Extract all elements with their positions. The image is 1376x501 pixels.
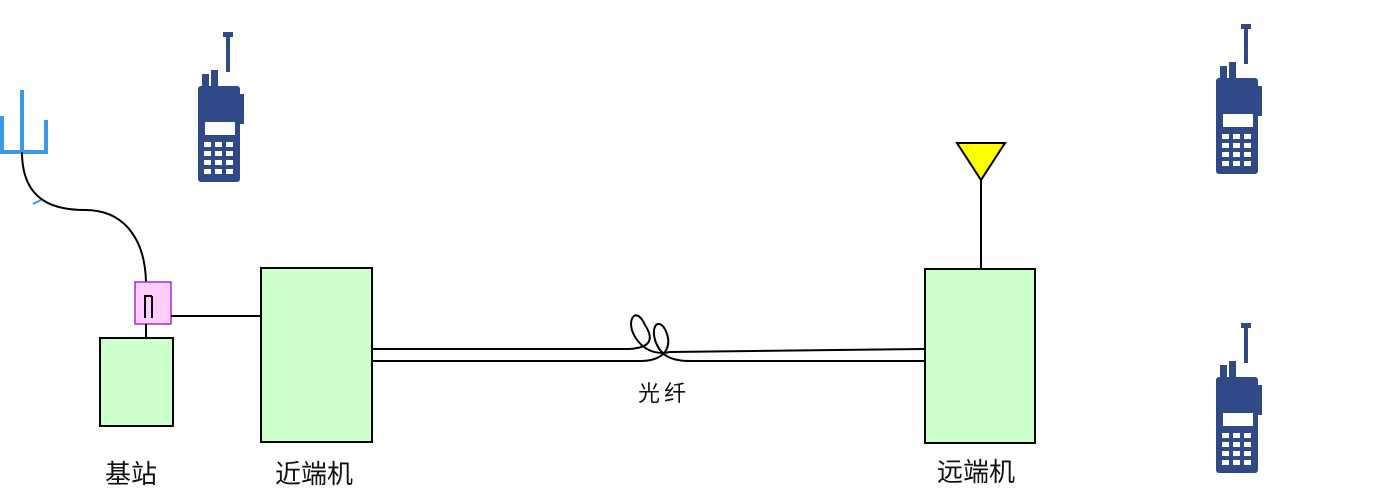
fork-antenna-icon xyxy=(0,90,48,205)
triangle-antenna-icon xyxy=(955,142,1007,269)
walkie-talkie-icon xyxy=(198,32,244,182)
far-end-box xyxy=(924,268,1036,444)
far-end-label: 远端机 xyxy=(937,458,1015,488)
coupler-icon xyxy=(134,281,262,338)
fiber-label: 光纤 xyxy=(638,382,690,407)
fiber-line xyxy=(372,314,926,362)
base-station-box xyxy=(99,337,174,427)
walkie-talkie-icon xyxy=(1216,24,1262,174)
walkie-talkie-icon xyxy=(1216,323,1262,473)
near-end-label: 近端机 xyxy=(275,460,353,490)
antenna-cable xyxy=(21,151,147,283)
near-end-box xyxy=(260,267,373,443)
base-station-label: 基站 xyxy=(105,460,157,490)
